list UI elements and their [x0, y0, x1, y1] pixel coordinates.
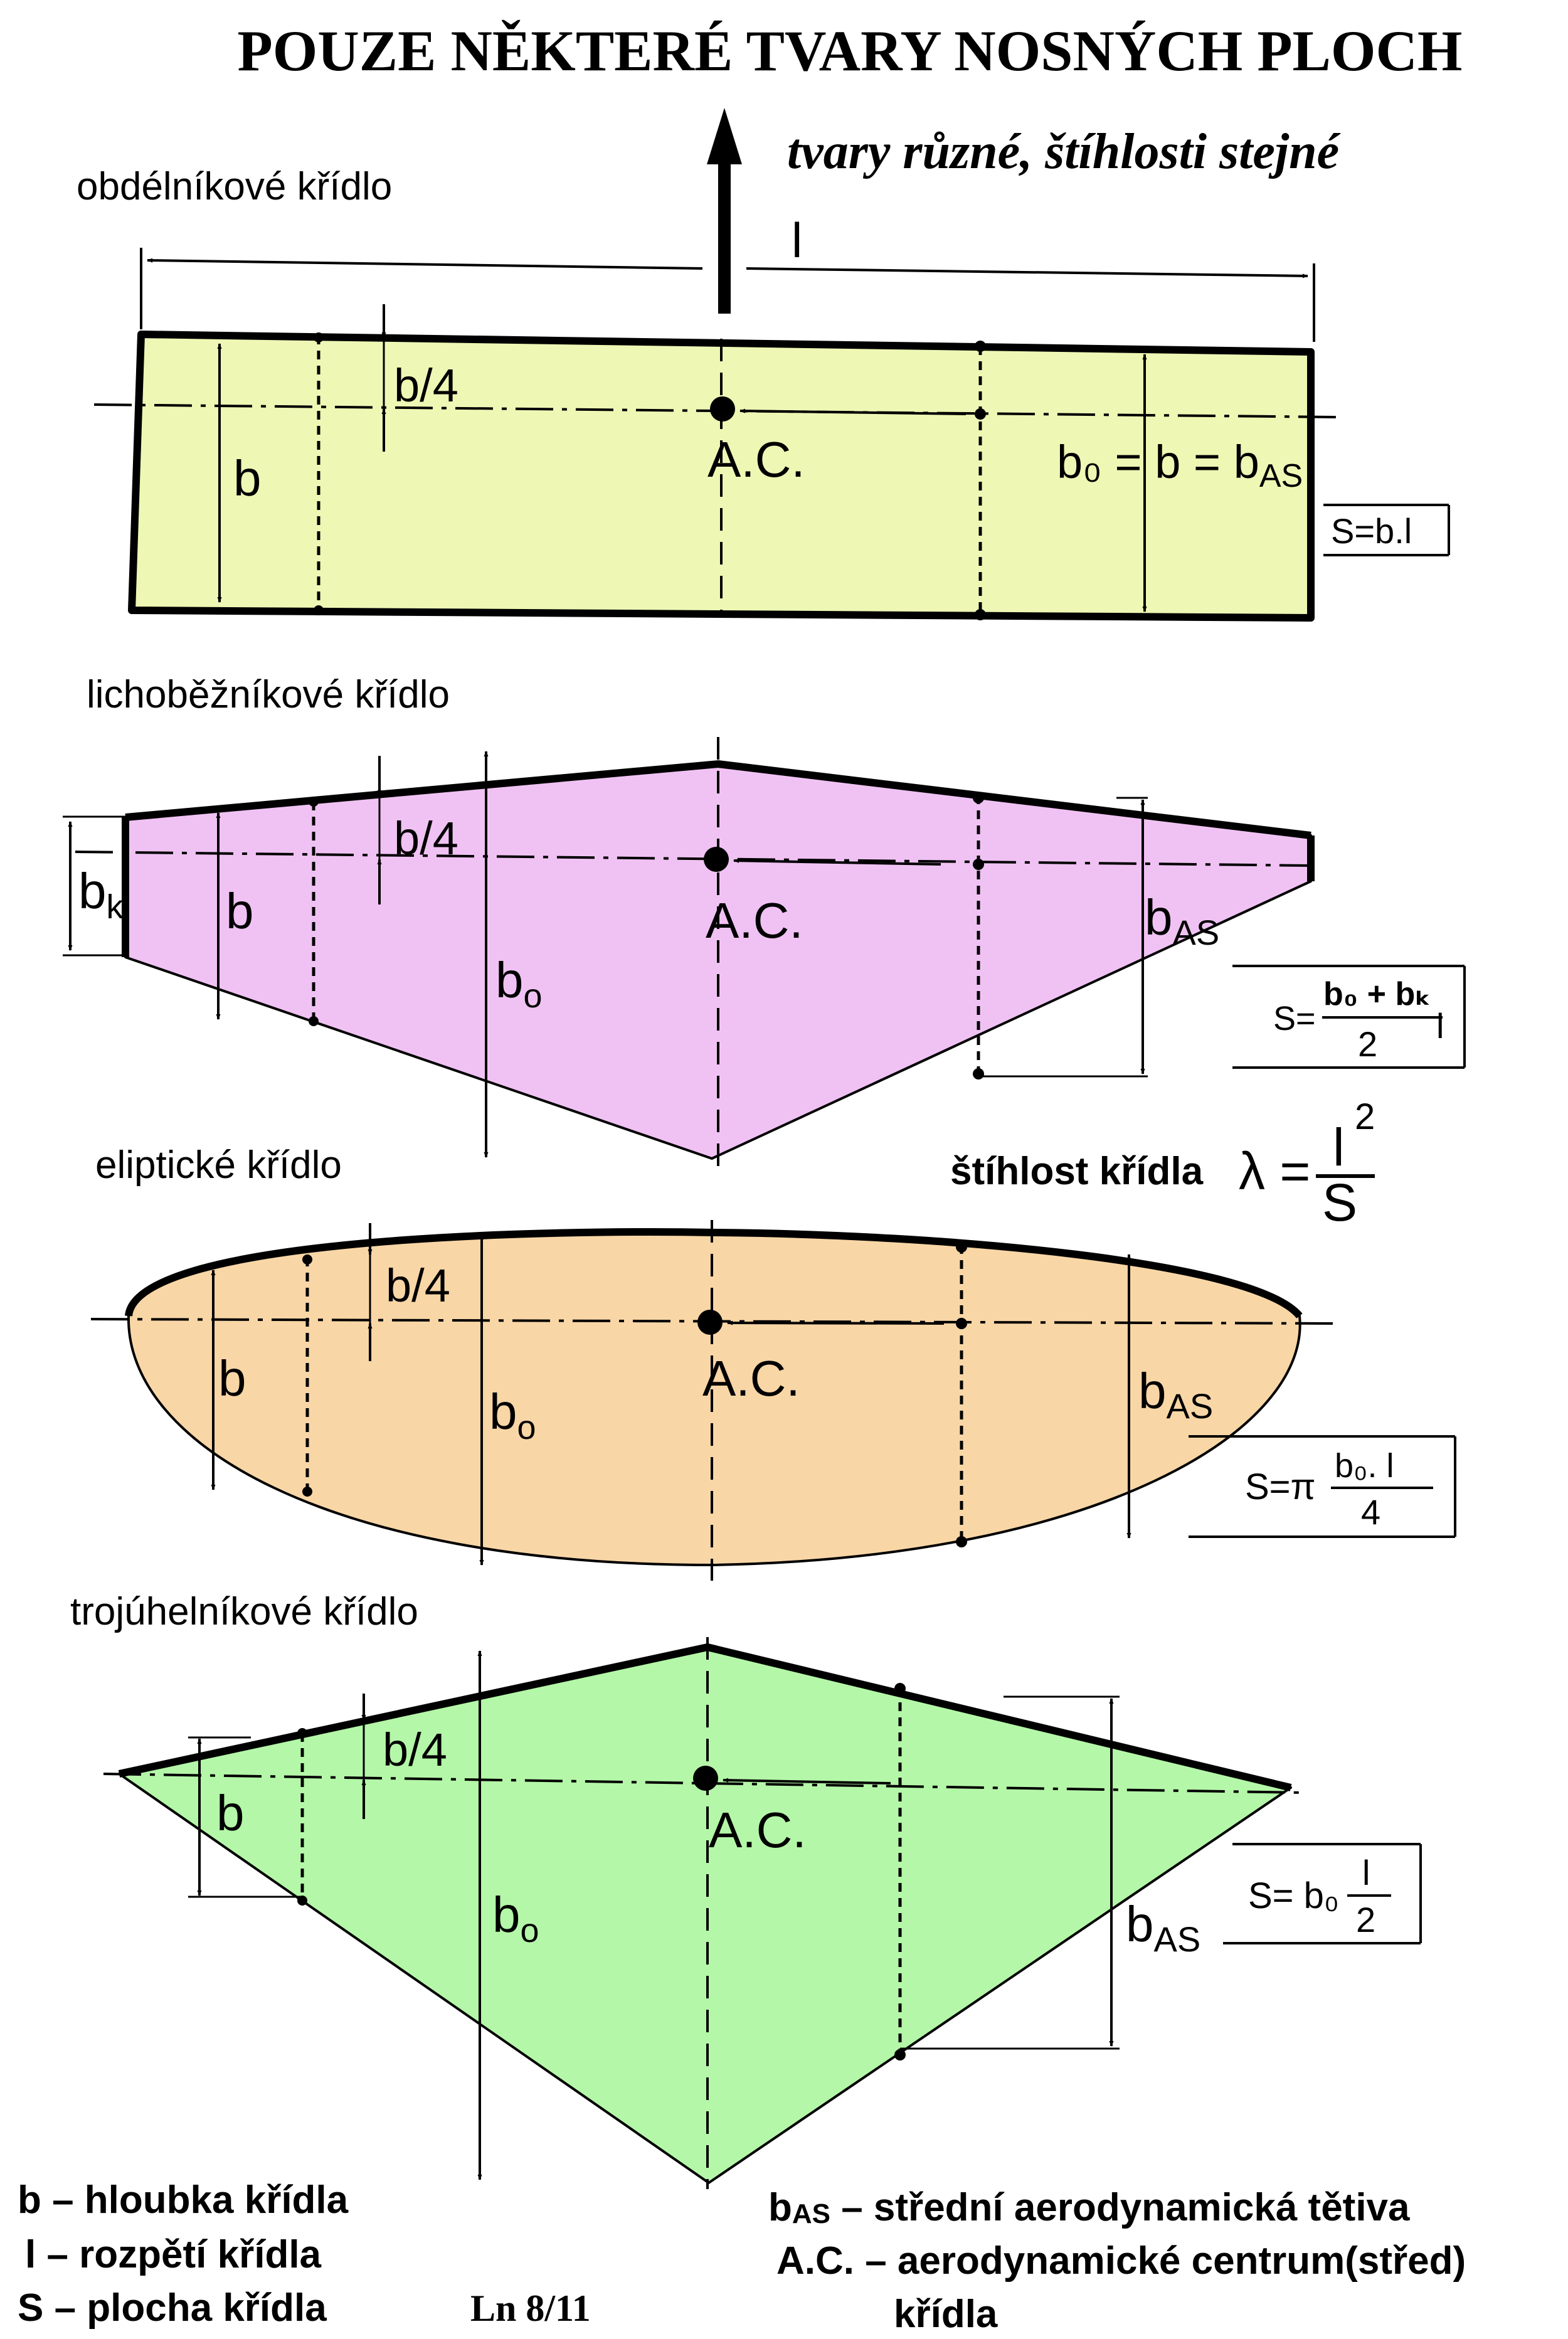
- trap-bas-label: bAS: [1145, 889, 1219, 952]
- trap-b-label: b: [226, 883, 254, 939]
- page-title: POUZE NĚKTERÉ TVARY NOSNÝCH PLOCH: [238, 19, 1463, 83]
- rectangular-wing: obdélníkové křídlo b b/4 A.C. b₀ = b = b…: [77, 165, 1450, 622]
- svg-text:S= b₀: S= b₀: [1248, 1875, 1339, 1916]
- tri-wing-outline: [118, 1646, 1292, 2184]
- svg-text:S=π: S=π: [1245, 1467, 1316, 1507]
- legend-ac-cont: křídla: [894, 2293, 998, 2336]
- tri-wing-name: trojúhelníkové křídlo: [70, 1590, 418, 1633]
- legend-b: b – hloubka křídla: [18, 2178, 349, 2222]
- legend-right: bAS – střední aerodynamická tětiva A.C. …: [768, 2186, 1466, 2336]
- ellipse-quarter-label: b/4: [386, 1260, 450, 1312]
- svg-text:2: 2: [1356, 1900, 1375, 1939]
- tri-area-formula: S= b₀ l 2: [1223, 1843, 1422, 1944]
- triangular-wing: trojúhelníkové křídlo b b/4 bo A.C. bAS: [70, 1590, 1422, 2189]
- rect-ac-marker: [710, 396, 735, 422]
- rect-quarter-label: b/4: [394, 359, 458, 411]
- ellipse-wing-name: eliptické křídlo: [95, 1143, 342, 1187]
- span-dimension: l: [140, 213, 1315, 342]
- rect-bas-label: b₀ = b = bAS: [1057, 436, 1303, 494]
- span-label: l: [792, 213, 802, 268]
- svg-text:b₀ + bₖ: b₀ + bₖ: [1323, 976, 1431, 1012]
- aspect-numerator: l: [1333, 1118, 1345, 1177]
- legend-left: b – hloubka křídla l – rozpětí křídla S …: [18, 2178, 349, 2330]
- legend-s: S – plocha křídla: [18, 2286, 327, 2330]
- svg-text:S=: S=: [1273, 1000, 1316, 1037]
- tri-ac-marker: [693, 1766, 718, 1791]
- tri-quarter-chord-line: [103, 1773, 1305, 1794]
- ellipse-b-label: b: [218, 1350, 246, 1406]
- page-subtitle: tvary různé, štíhlosti stejné: [787, 124, 1341, 179]
- trap-quarter-label: b/4: [394, 812, 458, 864]
- ellipse-ac-marker: [697, 1310, 723, 1335]
- page-number: Ln 8/11: [470, 2288, 591, 2329]
- elliptical-wing: eliptické křídlo b b/4 bo A.C. bAS S=π b…: [90, 1143, 1456, 1581]
- tri-bas-label: bAS: [1126, 1896, 1200, 1959]
- rect-area-text: S=b.l: [1331, 511, 1412, 551]
- tri-ac-arrow: [723, 1778, 891, 1785]
- aspect-label: štíhlost křídla: [950, 1150, 1204, 1193]
- tri-b0-label: bo: [492, 1887, 539, 1949]
- ellipse-area-formula: S=π b₀. l 4: [1189, 1435, 1456, 1538]
- aspect-exponent: 2: [1355, 1096, 1375, 1137]
- tri-quarter-label: b/4: [383, 1724, 447, 1776]
- svg-text:2: 2: [1358, 1024, 1377, 1064]
- svg-text:l: l: [1362, 1853, 1370, 1892]
- trap-area-formula: S= b₀ + bₖ 2 l: [1232, 965, 1466, 1069]
- trap-wing-name: lichoběžníkové křídlo: [87, 673, 450, 716]
- trap-ac-arrow: [733, 858, 941, 866]
- ellipse-ac-label: A.C.: [702, 1350, 800, 1406]
- trap-ac-marker: [704, 847, 729, 872]
- ellipse-b0-label: bo: [489, 1384, 536, 1446]
- legend-l: l – rozpětí křídla: [25, 2233, 322, 2276]
- svg-text:4: 4: [1361, 1492, 1380, 1532]
- svg-text:l: l: [1436, 1006, 1444, 1046]
- rect-ac-arrow: [739, 408, 967, 415]
- legend-bas: bAS – střední aerodynamická tětiva: [768, 2186, 1410, 2229]
- tri-b-label: b: [216, 1785, 245, 1841]
- ellipse-bas-label: bAS: [1138, 1363, 1213, 1426]
- rect-b-label: b: [233, 450, 262, 506]
- aspect-denominator: S: [1322, 1173, 1357, 1232]
- trap-quarter-chord-line: [75, 851, 1311, 867]
- svg-text:b₀. l: b₀. l: [1335, 1447, 1394, 1485]
- rect-wing-name: obdélníkové křídlo: [77, 165, 392, 208]
- aspect-symbol: λ =: [1239, 1142, 1310, 1201]
- rect-ac-label: A.C.: [707, 432, 805, 487]
- aspect-ratio-formula: štíhlost křídla λ = l 2 S: [950, 1096, 1375, 1232]
- trap-bk-label: bk: [78, 863, 124, 926]
- rect-area-formula: S=b.l: [1323, 504, 1450, 556]
- trap-ac-label: A.C.: [706, 893, 803, 948]
- flight-direction-arrow: [707, 108, 742, 314]
- trapezoidal-wing: lichoběžníkové křídlo bk b b/4 bo A.C. b…: [63, 673, 1466, 1176]
- legend-ac: A.C. – aerodynamické centrum(střed): [776, 2239, 1466, 2283]
- tri-ac-label: A.C.: [709, 1802, 807, 1858]
- trap-b0-label: bo: [495, 952, 543, 1015]
